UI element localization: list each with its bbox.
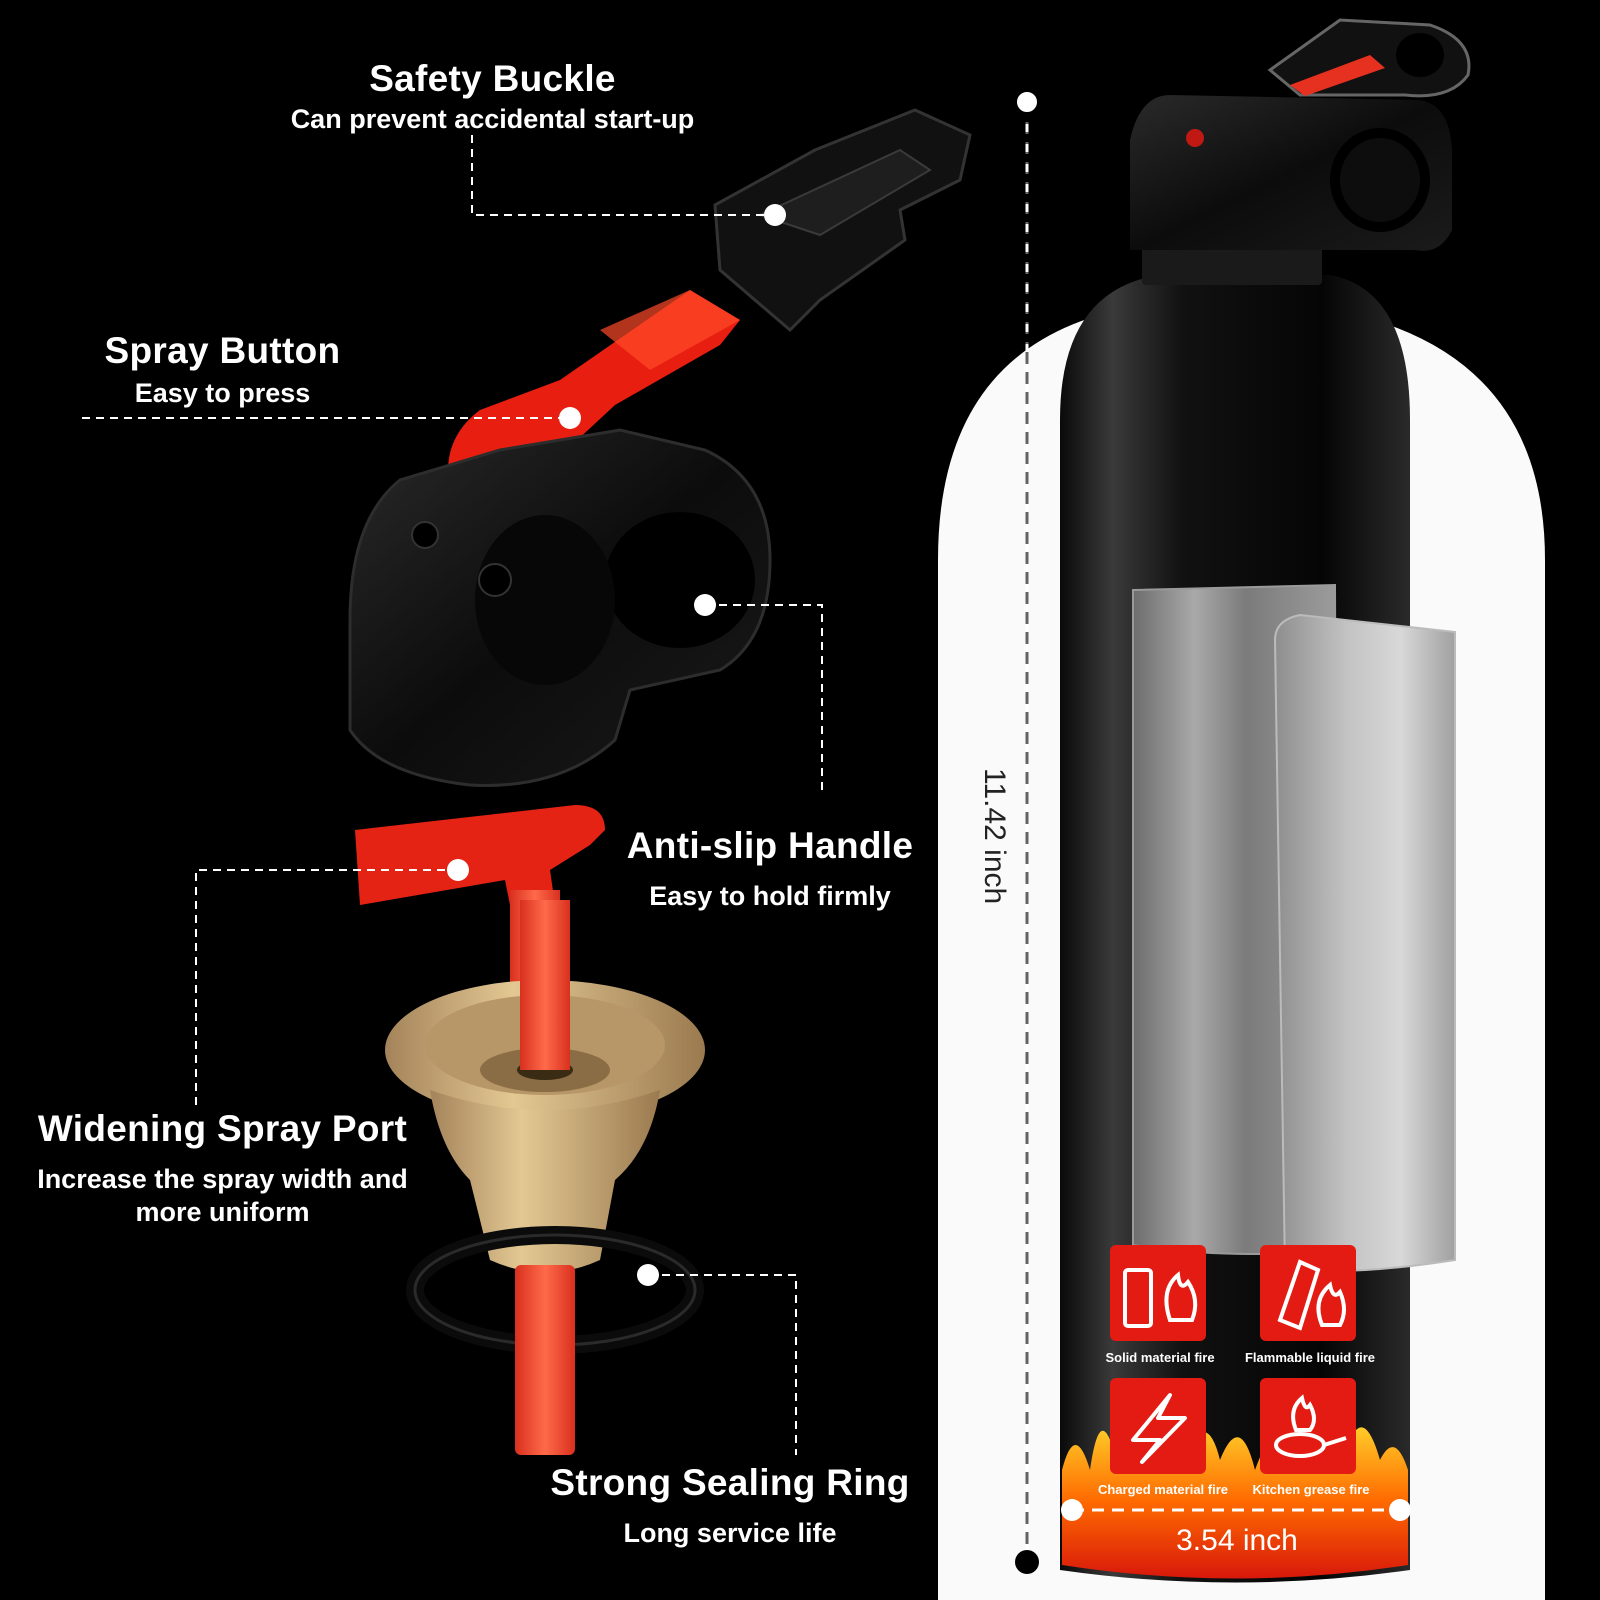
callout-anti-slip-handle: Anti-slip Handle Easy to hold firmly xyxy=(615,825,925,912)
steel-sleeve xyxy=(1132,583,1456,1273)
callout-title: Spray Button xyxy=(104,330,341,371)
callout-strong-sealing-ring: Strong Sealing Ring Long service life xyxy=(545,1462,915,1549)
fire-class-label-3: Kitchen grease fire xyxy=(1252,1482,1369,1497)
leader-safety-buckle xyxy=(471,135,775,216)
callout-title: Safety Buckle xyxy=(369,58,616,99)
callout-widening-spray-port: Widening Spray Port Increase the spray w… xyxy=(20,1108,425,1228)
height-dimension-label: 11.42 inch xyxy=(978,768,1011,904)
callout-title: Strong Sealing Ring xyxy=(550,1462,910,1503)
callout-dots xyxy=(447,204,786,1286)
fire-class-icons: Solid material fire Flammable liquid fir… xyxy=(1098,1245,1375,1497)
solid-material-fire-icon xyxy=(1110,1245,1206,1341)
fire-class-label-0: Solid material fire xyxy=(1105,1350,1214,1365)
safety-buckle-part xyxy=(713,108,972,333)
widening-spray-port-part xyxy=(385,900,705,1273)
callout-subtitle-line2: more uniform xyxy=(135,1197,310,1227)
callout-subtitle: Easy to press xyxy=(134,378,311,408)
fire-class-label-2: Charged material fire xyxy=(1098,1482,1228,1497)
callout-spray-button: Spray Button Easy to press xyxy=(95,330,350,409)
callout-leaders xyxy=(82,135,823,1455)
strong-sealing-ring-part xyxy=(406,1226,704,1455)
width-dimension-line: 3.54 inch xyxy=(1061,1499,1411,1557)
callout-title: Anti-slip Handle xyxy=(626,825,914,866)
anti-slip-handle-part xyxy=(348,428,772,787)
kitchen-grease-fire-icon xyxy=(1260,1378,1356,1474)
callout-subtitle: Easy to hold firmly xyxy=(649,881,891,911)
callout-safety-buckle: Safety Buckle Can prevent accidental sta… xyxy=(250,58,735,135)
width-dimension-label: 3.54 inch xyxy=(1176,1524,1298,1557)
flammable-liquid-fire-icon xyxy=(1260,1245,1356,1341)
can-head xyxy=(1130,18,1471,251)
callout-subtitle-line1: Increase the spray width and xyxy=(37,1164,408,1194)
fire-class-label-1: Flammable liquid fire xyxy=(1245,1350,1375,1365)
callout-subtitle: Can prevent accidental start-up xyxy=(290,104,695,134)
leader-sealing-ring xyxy=(648,1274,797,1455)
leader-spray-port xyxy=(195,869,458,1105)
leader-anti-slip-handle xyxy=(705,604,823,795)
height-dimension-line: 11.42 inch xyxy=(978,90,1039,1574)
callout-subtitle: Long service life xyxy=(623,1518,837,1548)
callout-title: Widening Spray Port xyxy=(37,1108,408,1149)
charged-material-fire-icon xyxy=(1110,1378,1206,1474)
